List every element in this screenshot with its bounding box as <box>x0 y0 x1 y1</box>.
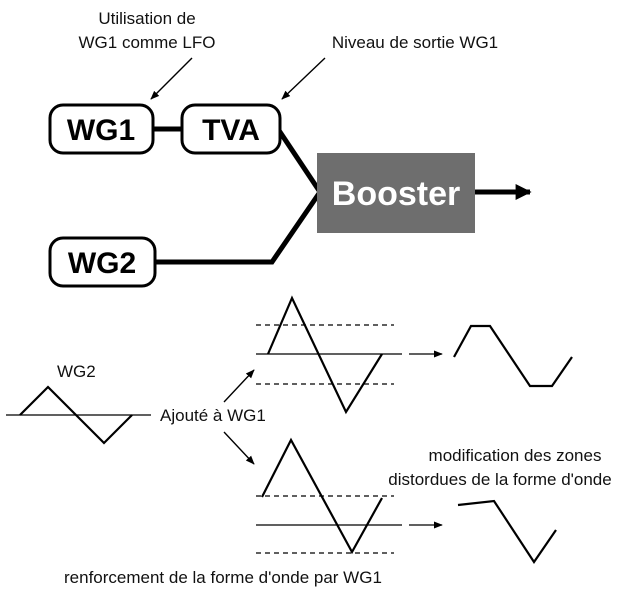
booster-block: Booster <box>317 153 475 233</box>
lfo-annotation-line2: WG1 comme LFO <box>79 33 216 52</box>
lfo-pointer-arrow <box>150 57 193 100</box>
added-upper-arrow <box>223 369 255 403</box>
modification-annotation-line1: modification des zones <box>429 446 602 465</box>
booster-label: Booster <box>332 175 460 213</box>
wg2-booster-connection <box>155 190 323 265</box>
upper-clipped-output-wave <box>453 324 573 388</box>
waveform-explanation: WG2 Ajouté à WG1 modification des zones … <box>6 295 612 587</box>
tva-booster-connection <box>275 127 323 194</box>
tva-block: TVA <box>180 103 282 155</box>
wg2-block: WG2 <box>48 236 157 288</box>
output-level-annotation: Niveau de sortie WG1 <box>332 33 498 52</box>
wg2-block-label: WG2 <box>68 247 136 280</box>
tva-label: TVA <box>202 114 260 147</box>
booster-box <box>317 153 475 233</box>
lower-waveform-case: modification des zones distordues de la … <box>64 437 612 587</box>
upper-waveform-case <box>256 295 573 415</box>
output-level-pointer-arrow <box>281 57 326 100</box>
wg2-wave-label: WG2 <box>57 362 96 381</box>
wg1-block: WG1 <box>48 103 155 155</box>
lower-combined-wave <box>261 437 383 555</box>
wg1-label: WG1 <box>67 114 135 147</box>
added-to-wg1-label: Ajouté à WG1 <box>160 406 266 425</box>
reinforcement-annotation: renforcement de la forme d'onde par WG1 <box>64 568 382 587</box>
lfo-annotation-line1: Utilisation de <box>98 9 195 28</box>
wg2-triangle-wave <box>19 385 133 445</box>
modification-annotation-line2: distordues de la forme d'onde <box>388 470 611 489</box>
added-lower-arrow <box>223 431 255 465</box>
lower-modified-output-wave <box>457 499 557 564</box>
upper-combined-wave <box>266 295 383 415</box>
signal-flow: WG1 TVA Booster WG2 Utilisation de WG1 c… <box>48 9 532 288</box>
